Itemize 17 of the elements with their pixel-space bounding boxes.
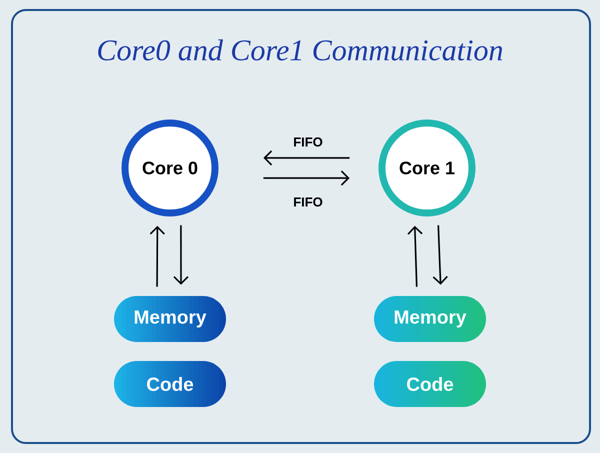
arrow [173, 225, 189, 285]
pill-box: Code [374, 361, 486, 407]
node-label: Memory [394, 310, 466, 328]
arrow [407, 226, 423, 287]
title: Core0 and Core1 Communication [98, 39, 502, 61]
arrow [432, 225, 448, 285]
node-label: Code [147, 377, 194, 391]
edge-label: FIFO [294, 197, 322, 207]
pill-box: Memory [374, 296, 486, 342]
node-label: Memory [134, 310, 206, 328]
arrow [150, 226, 165, 287]
arrow [263, 150, 350, 166]
pill-box: Code [114, 361, 226, 407]
pill-box: Memory [114, 296, 226, 342]
arrow [263, 170, 350, 186]
edge-label: FIFO [294, 137, 322, 147]
node-label: Code [407, 377, 454, 391]
